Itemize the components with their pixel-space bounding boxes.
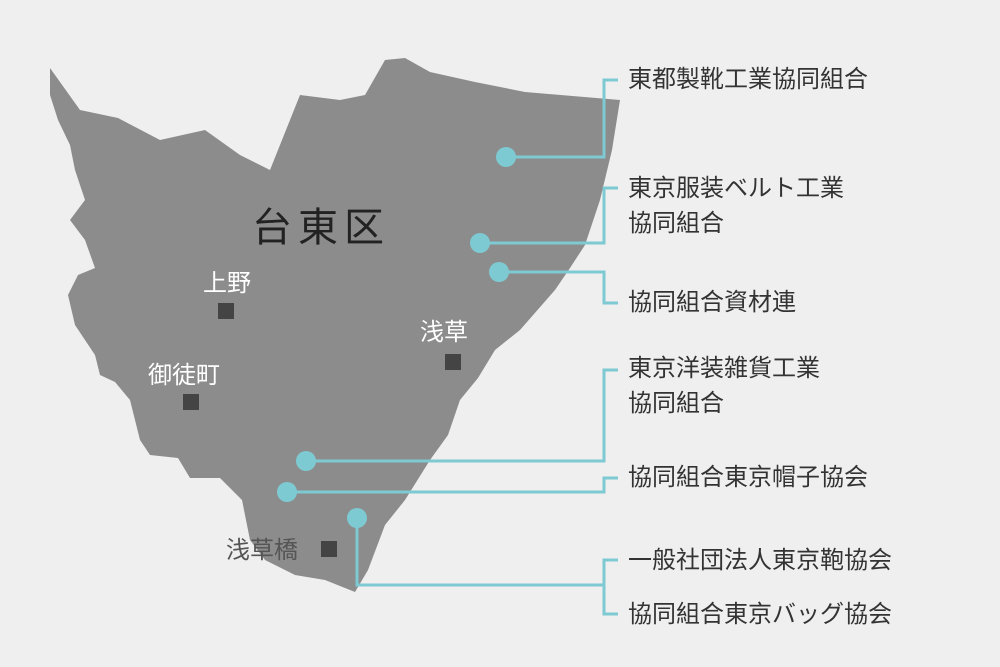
square-marker-ueno <box>218 303 234 319</box>
dot-belt-industry <box>470 233 490 253</box>
station-label-ueno: 上野 <box>203 269 251 297</box>
station-markers <box>183 303 461 557</box>
org-label-shizairen: 協同組合資材連 <box>628 288 796 316</box>
org-label-belt-industry-line2: 協同組合 <box>628 208 724 237</box>
station-label-asakusa: 浅草 <box>420 318 468 346</box>
connector-belt-industry <box>480 186 618 245</box>
ward-title: 台東区 <box>252 205 390 251</box>
connector-shizairen <box>499 270 618 305</box>
dot-toto-shoes <box>496 147 516 167</box>
dot-yoso-zakka <box>296 451 316 471</box>
org-label-belt-industry-line1: 東京服装ベルト工業 <box>628 174 844 202</box>
org-label-hat-association: 協同組合東京帽子協会 <box>628 463 868 491</box>
org-label-bag-association-tokyo: 協同組合東京バッグ協会 <box>628 600 892 628</box>
org-label-belt-industry: 東京服装ベルト工業 協同組合 <box>628 171 844 241</box>
square-marker-asakusabashi <box>321 541 337 557</box>
taito-ward-shape <box>50 58 620 592</box>
connector-yoso-zakka <box>306 368 618 463</box>
connector-toto-shoes <box>506 78 618 159</box>
connector-lines <box>287 78 618 616</box>
dot-shizairen <box>489 262 509 282</box>
org-label-yoso-zakka: 東京洋装雑貨工業 協同組合 <box>628 351 820 421</box>
station-label-okachimachi: 御徒町 <box>148 361 220 389</box>
connector-hat-association <box>287 476 618 494</box>
square-marker-asakusa <box>445 354 461 370</box>
station-label-asakusabashi: 浅草橋 <box>226 536 298 564</box>
org-label-yoso-zakka-line1: 東京洋装雑貨工業 <box>628 354 820 382</box>
org-label-toto-shoes: 東都製靴工業協同組合 <box>628 65 868 93</box>
connector-bag-associations <box>355 518 604 587</box>
dot-hat-association <box>277 482 297 502</box>
location-dots <box>277 147 516 528</box>
connector-bag-branch <box>602 558 618 616</box>
dot-bag-associations <box>347 508 367 528</box>
org-label-yoso-zakka-line2: 協同組合 <box>628 388 724 417</box>
org-label-bag-association-jba: 一般社団法人東京鞄協会 <box>628 546 892 574</box>
square-marker-okachimachi <box>183 394 199 410</box>
